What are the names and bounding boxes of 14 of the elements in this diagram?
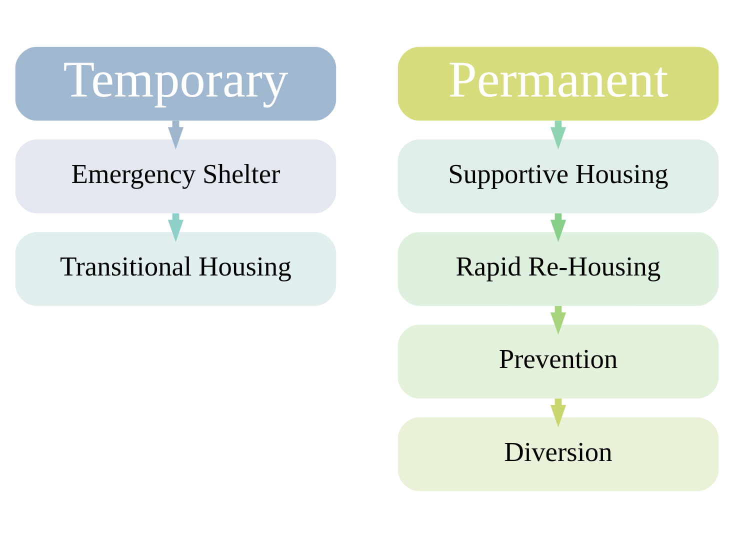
node-box: Transitional Housing: [15, 232, 336, 306]
arrow: [550, 213, 566, 242]
node-box: Temporary: [15, 46, 336, 121]
arrow: [550, 398, 566, 428]
arrow: [168, 213, 184, 242]
node-box: Supportive Housing: [398, 140, 719, 214]
arrow: [168, 120, 184, 150]
node-box: Rapid Re-Housing: [398, 232, 719, 306]
arrow: [550, 120, 566, 150]
node-box: Prevention: [398, 324, 719, 398]
arrow: [550, 306, 566, 335]
node-box: Diversion: [398, 417, 719, 492]
node-box: Permanent: [398, 46, 719, 121]
node-box: Emergency Shelter: [15, 140, 336, 214]
